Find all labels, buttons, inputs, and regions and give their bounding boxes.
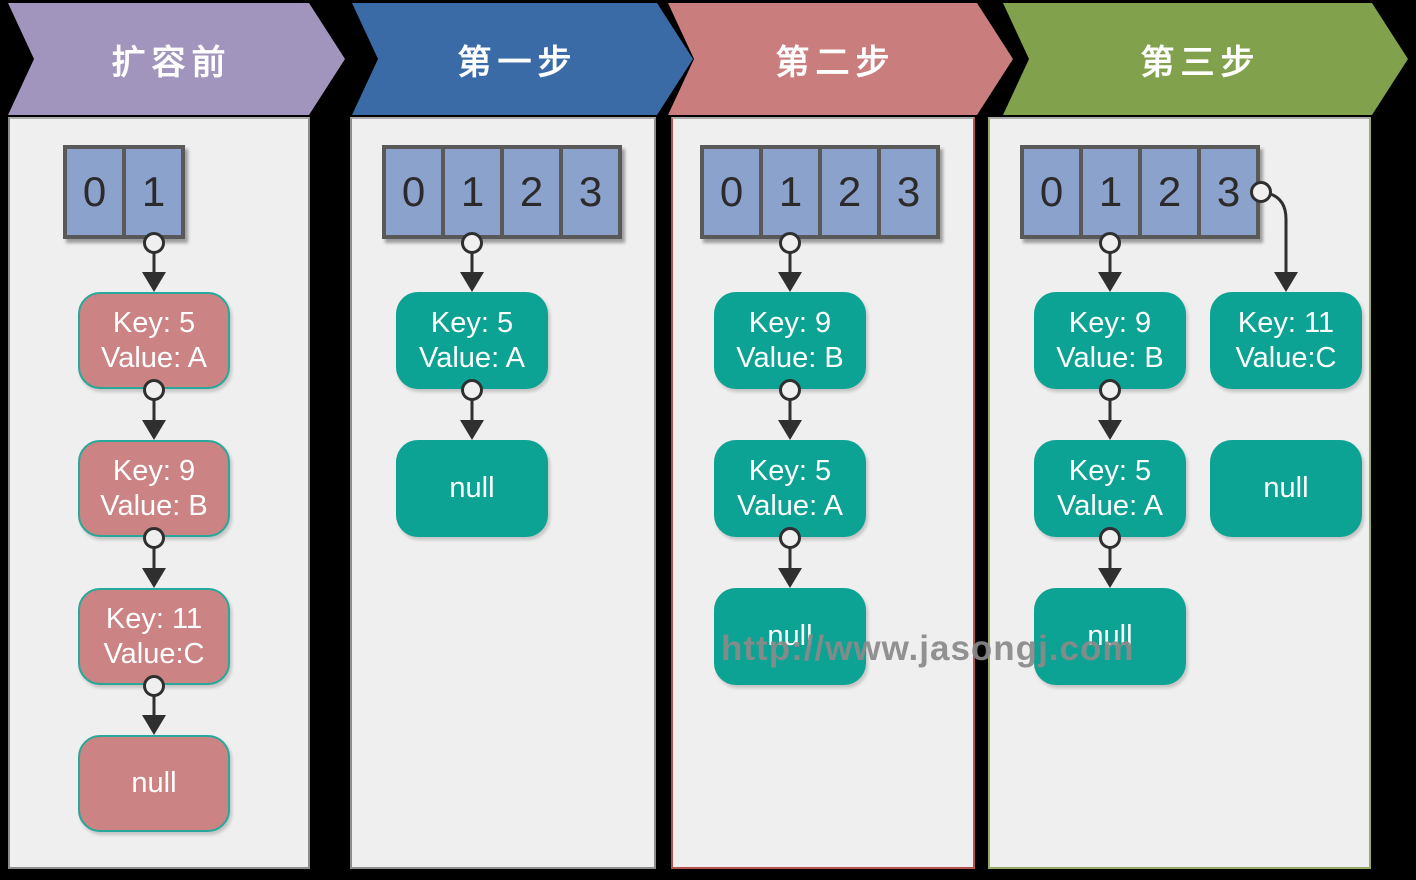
entry-node: Key: 5 Value: A [78, 292, 230, 389]
node-null-label: null [131, 767, 177, 799]
node-value: Value: B [1056, 341, 1164, 374]
node-null-label: null [1263, 472, 1309, 504]
node-value: Value:C [103, 637, 205, 670]
step-header-step1: 第一步 [352, 3, 693, 115]
bucket-array-before-resize: 0 1 [63, 145, 185, 239]
node-value: Value: B [100, 489, 208, 522]
bucket-array-step3: 0 1 2 3 [1020, 145, 1260, 239]
null-node: null [396, 440, 548, 537]
node-key: Key: 9 [112, 454, 196, 487]
null-node: null [78, 735, 230, 832]
step-header-label: 第三步 [1140, 43, 1261, 82]
node-key: Key: 5 [430, 306, 514, 339]
bucket-cell: 2 [504, 149, 559, 235]
node-key: Key: 11 [105, 602, 203, 635]
node-value: Value: A [1057, 489, 1163, 522]
step-header-label: 第一步 [457, 43, 578, 82]
null-node: null [1210, 440, 1362, 537]
bucket-cell: 0 [386, 149, 441, 235]
bucket-cell: 0 [67, 149, 122, 235]
entry-node: Key: 5 Value: A [1034, 440, 1186, 537]
node-key: Key: 5 [748, 454, 832, 487]
bucket-cell: 1 [445, 149, 500, 235]
entry-node: Key: 11 Value:C [78, 588, 230, 685]
node-key: Key: 5 [1068, 454, 1152, 487]
entry-node: Key: 9 Value: B [78, 440, 230, 537]
bucket-cell: 0 [1024, 149, 1079, 235]
bucket-cell: 3 [1201, 149, 1256, 235]
null-node: null [1034, 588, 1186, 685]
node-key: Key: 9 [748, 306, 832, 339]
node-value: Value: A [737, 489, 843, 522]
node-value: Value:C [1235, 341, 1337, 374]
step-header-before-resize: 扩容前 [8, 3, 345, 115]
bucket-array-step1: 0 1 2 3 [382, 145, 622, 239]
bucket-cell: 2 [822, 149, 877, 235]
bucket-cell: 1 [763, 149, 818, 235]
entry-node: Key: 9 Value: B [1034, 292, 1186, 389]
bucket-cell: 3 [563, 149, 618, 235]
step-header-label: 第二步 [775, 43, 896, 82]
node-null-label: null [1087, 620, 1133, 652]
entry-node: Key: 9 Value: B [714, 292, 866, 389]
entry-node: Key: 11 Value:C [1210, 292, 1362, 389]
step-header-step2: 第二步 [668, 3, 1013, 115]
bucket-cell: 2 [1142, 149, 1197, 235]
entry-node: Key: 5 Value: A [714, 440, 866, 537]
bucket-cell: 3 [881, 149, 936, 235]
entry-node: Key: 5 Value: A [396, 292, 548, 389]
node-value: Value: A [419, 341, 525, 374]
watermark-url: http://www.jasongj.com [721, 629, 1135, 668]
node-key: Key: 11 [1237, 306, 1335, 339]
node-null-label: null [767, 620, 813, 652]
node-null-label: null [449, 472, 495, 504]
step-header-step3: 第三步 [1003, 3, 1408, 115]
node-value: Value: A [101, 341, 207, 374]
step-header-label: 扩容前 [111, 43, 232, 82]
node-key: Key: 5 [112, 306, 196, 339]
bucket-cell: 1 [126, 149, 181, 235]
bucket-array-step2: 0 1 2 3 [700, 145, 940, 239]
node-key: Key: 9 [1068, 306, 1152, 339]
node-value: Value: B [736, 341, 844, 374]
bucket-cell: 1 [1083, 149, 1138, 235]
bucket-cell: 0 [704, 149, 759, 235]
null-node: null [714, 588, 866, 685]
